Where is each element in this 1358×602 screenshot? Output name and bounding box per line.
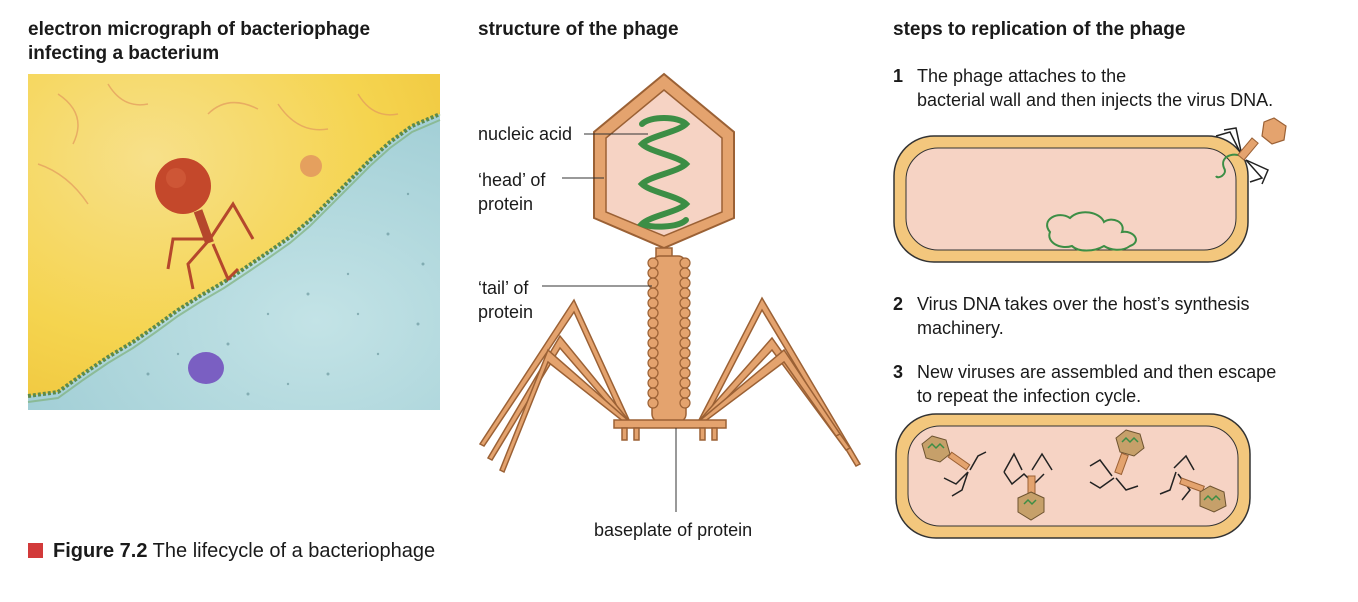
- caption-text: The lifecycle of a bacteriophage: [147, 540, 436, 562]
- new-phage-3: [1089, 429, 1145, 491]
- step-3: 3 New viruses are assembled and then esc…: [893, 360, 1276, 406]
- leader-lines: [542, 133, 677, 512]
- new-phage-1: [921, 435, 987, 497]
- step-2-line-1: Virus DNA takes over the host’s synthesi…: [917, 294, 1250, 314]
- bacterium-cytoplasm-3: [907, 425, 1239, 527]
- phage-head-inner: [605, 89, 723, 237]
- label-tail-line-1: ‘tail’ of: [478, 278, 529, 298]
- step-1-text: The phage attaches to the bacterial wall…: [917, 64, 1337, 112]
- injected-dna: [1215, 153, 1243, 179]
- step-2-text: Virus DNA takes over the host’s synthesi…: [917, 292, 1337, 340]
- micrograph-title-line-2: infecting a bacterium: [28, 43, 220, 64]
- figure-caption: Figure 7.2 The lifecycle of a bacterioph…: [28, 538, 435, 564]
- tail-rings: [647, 257, 691, 409]
- step-1-diagram: [893, 117, 1287, 263]
- bacterial-chromosome: [1046, 211, 1137, 252]
- steps-title: steps to replication of the phage: [893, 19, 1186, 40]
- step-1-line-2: bacterial wall and then injects the viru…: [917, 90, 1274, 110]
- tail-fibres-left: [478, 298, 632, 474]
- bacterial-wall-inner: [27, 119, 441, 403]
- label-tail-line-2: protein: [478, 302, 534, 322]
- micrograph-speckles: [146, 192, 425, 396]
- electron-micrograph: [27, 74, 441, 410]
- step-2: 2 Virus DNA takes over the host’s synthe…: [893, 292, 1250, 338]
- caption-marker: [28, 543, 43, 558]
- new-phage-2: [1003, 452, 1053, 521]
- micrograph-title: electron micrograph of bacteriophage inf…: [28, 18, 370, 66]
- new-phage-4: [1159, 454, 1227, 513]
- step-3-text: New viruses are assembled and then escap…: [917, 360, 1337, 408]
- caption-figure-number: Figure 7.2: [53, 540, 148, 562]
- step-2-number: 2: [893, 294, 904, 314]
- label-baseplate: baseplate of protein: [594, 520, 753, 540]
- bacterium-region: [28, 114, 440, 410]
- structure-title: structure of the phage: [478, 19, 679, 40]
- step-1-number: 1: [893, 66, 904, 86]
- step-3-number: 3: [893, 362, 904, 382]
- small-phage-head: [300, 155, 322, 177]
- bacterium-cytoplasm-1: [905, 147, 1237, 251]
- label-head-line-1: ‘head’ of: [478, 170, 546, 190]
- step-3-line-2: to repeat the infection cycle.: [917, 386, 1142, 406]
- purple-granule: [188, 352, 224, 384]
- nucleic-acid-dna: [636, 115, 691, 230]
- label-head: ‘head’ of protein: [478, 168, 545, 216]
- label-nucleic-acid: nucleic acid: [478, 124, 573, 144]
- step-2-line-2: machinery.: [917, 318, 1004, 338]
- label-tail: ‘tail’ of protein: [478, 276, 533, 324]
- micrograph-phage: [155, 158, 255, 290]
- micrograph-fibres: [37, 83, 399, 205]
- step-1: 1 The phage attaches to the bacterial wa…: [893, 64, 1273, 110]
- step-3-diagram: [895, 413, 1251, 539]
- step-3-line-1: New viruses are assembled and then escap…: [917, 362, 1277, 382]
- bacterial-wall: [27, 112, 441, 398]
- label-head-line-2: protein: [478, 194, 534, 214]
- tail-fibres-right: [695, 296, 862, 467]
- phage-structure-diagram: [478, 72, 862, 512]
- micrograph-title-line-1: electron micrograph of bacteriophage: [28, 19, 371, 40]
- baseplate: [613, 419, 727, 441]
- attached-phage: [1215, 117, 1287, 185]
- step-1-line-1: The phage attaches to the: [917, 66, 1127, 86]
